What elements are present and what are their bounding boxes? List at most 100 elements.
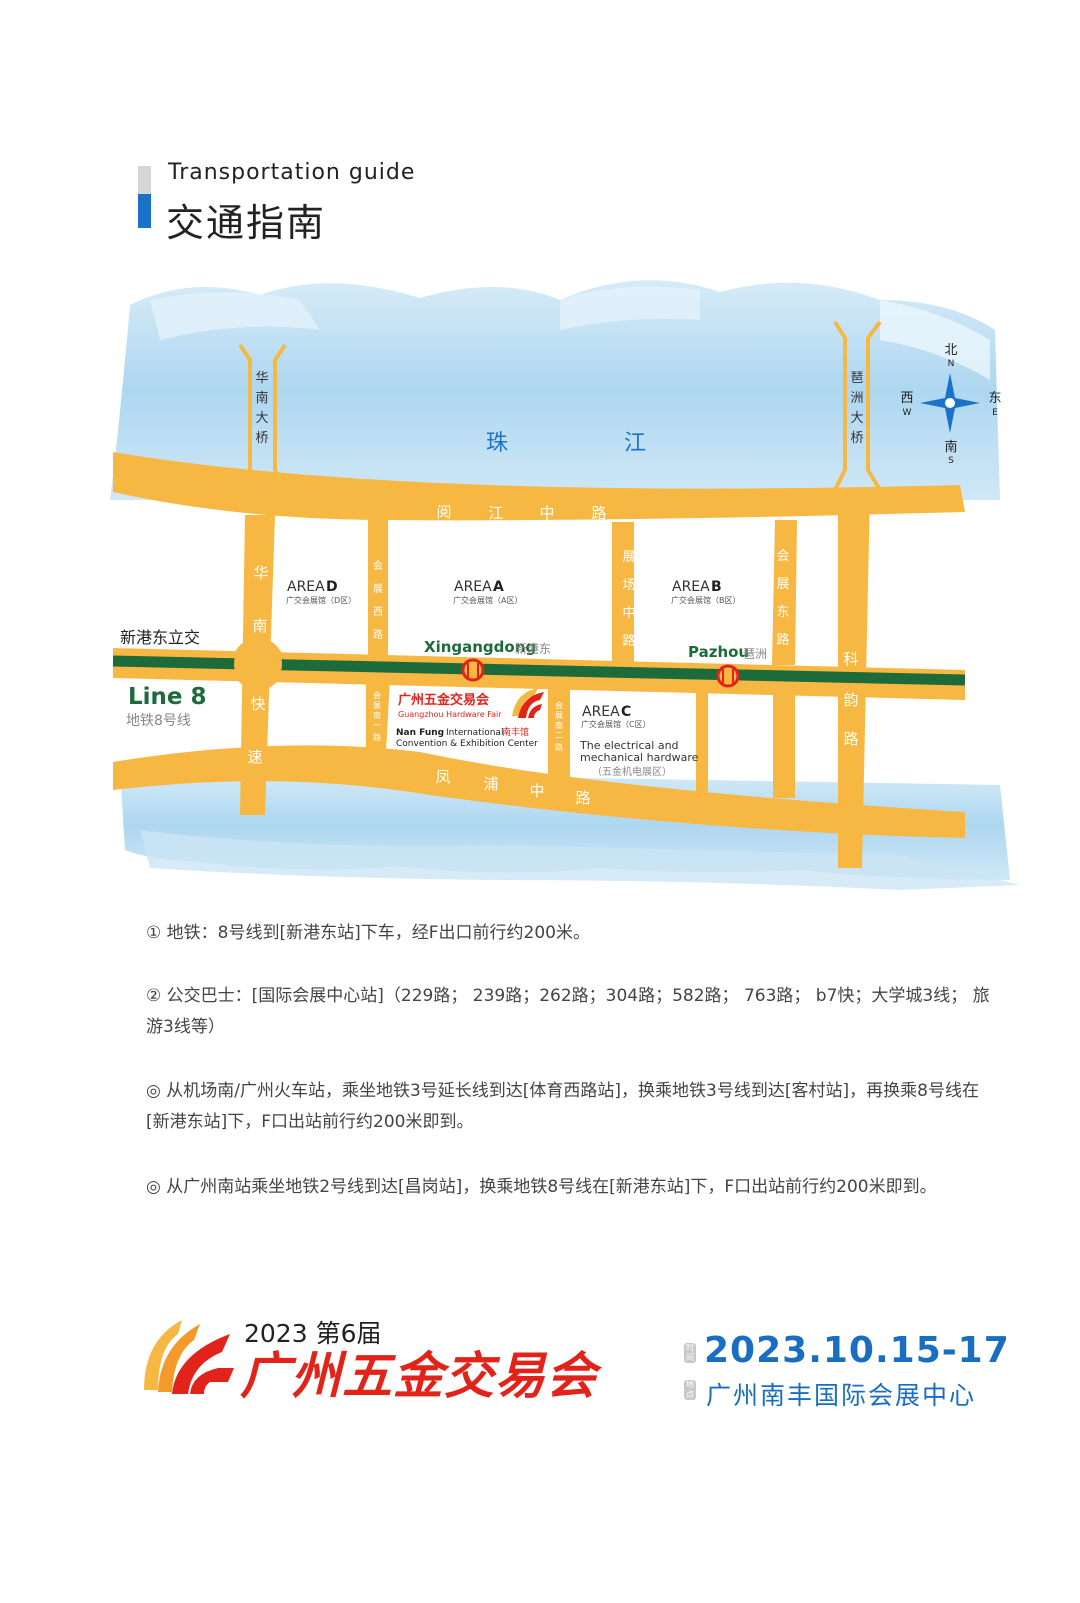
road-fengpu-char-2: 浦 — [483, 775, 498, 793]
road-huizhandong-char-1: 会 — [776, 549, 789, 564]
area-c-desc-1: The electrical and — [579, 739, 679, 752]
area-d-letter: D — [326, 579, 338, 595]
station-pazhou-marker — [716, 664, 740, 688]
road-huanan-char-1: 华 — [253, 564, 268, 582]
header-accent-bar-gray — [138, 166, 151, 194]
area-b-prefix: AREA — [672, 579, 710, 595]
bridge-huanan — [238, 343, 287, 489]
road-nanyi-char-5: 路 — [373, 732, 381, 742]
compass-south-cn: 南 — [944, 439, 957, 455]
venue-name-en: Guangzhou Hardware Fair — [398, 710, 502, 719]
road-huizhanxi-char-3: 西 — [373, 607, 383, 618]
road-fengpu-char-4: 路 — [575, 789, 590, 807]
river-label-1: 珠 — [486, 431, 508, 456]
bridge-east-char-4: 桥 — [850, 431, 863, 446]
footer-date: 2023.10.15-17 — [704, 1330, 1010, 1371]
interchange-label: 新港东立交 — [120, 628, 200, 647]
area-c-cn: 广交会展馆（C区） — [581, 719, 651, 729]
road-huizhan-dong — [772, 520, 797, 665]
info-metro: ① 地铁：8号线到[新港东站]下车，经F出口前行约200米。 — [146, 923, 590, 943]
footer-title: 广州五金交易会 — [240, 1347, 597, 1405]
road-huanan-char-3: 快 — [250, 695, 265, 713]
venue-center: Convention & Exhibition Center — [396, 739, 538, 749]
river-label-2: 江 — [624, 431, 646, 456]
area-c-desc-cn: （五金机电展区） — [592, 765, 672, 778]
venue-hall: 南丰馆 — [502, 726, 529, 738]
road-naner-char-2: 展 — [555, 711, 563, 720]
road-fengpu-char-3: 中 — [529, 782, 544, 800]
road-yuejiang-char-4: 路 — [591, 504, 606, 522]
road-nanyi-char-1: 会 — [373, 690, 381, 700]
road-huizhanxi-char-1: 会 — [373, 559, 383, 572]
road-zhanchang-char-3: 中 — [622, 606, 635, 621]
compass-north-en: N — [948, 359, 955, 369]
bridge-east-char-2: 洲 — [850, 391, 863, 406]
road-huizhan-nanyi — [366, 678, 390, 752]
station-pazhou-en: Pazhou — [688, 643, 749, 661]
bridge-east-char-1: 琶 — [850, 371, 863, 386]
road-naner-char-3: 南 — [555, 720, 563, 730]
bridge-west-char-3: 大 — [255, 411, 268, 426]
road-huizhandong-char-3: 东 — [776, 605, 789, 620]
road-naner-char-5: 路 — [555, 742, 563, 752]
area-a-letter: A — [493, 579, 504, 595]
area-b-letter: B — [711, 579, 722, 595]
road-huizhan-xi — [368, 520, 388, 665]
compass-icon — [920, 373, 980, 433]
road-huizhanxi-char-4: 路 — [373, 628, 383, 641]
area-c-prefix: AREA — [582, 704, 620, 720]
header-accent-bar-blue — [138, 194, 151, 228]
road-fengpu — [113, 745, 965, 838]
station-xingangdong-marker — [461, 658, 485, 682]
road-keyun-char-2: 韵 — [843, 691, 858, 709]
bridge-west-char-2: 南 — [255, 390, 268, 406]
road-keyun-char-1: 科 — [843, 650, 858, 668]
interchange-circle-top — [234, 640, 282, 688]
bridge-east-char-3: 大 — [850, 411, 863, 426]
header-title-cn: 交通指南 — [166, 201, 327, 245]
compass-west-en: W — [903, 408, 912, 418]
footer-tag-time: 时间 — [684, 1343, 696, 1363]
station-xingangdong-en: Xingangdong — [424, 638, 536, 656]
road-zhanchang-char-2: 场 — [622, 578, 635, 593]
info-south-station-route: ◎ 从广州南站乘坐地铁2号线到达[昌岗站]，换乘地铁8号线在[新港东站]下，F口… — [146, 1177, 937, 1197]
road-zhanchang-char-4: 路 — [622, 633, 635, 649]
road-huizhan-naner — [548, 680, 570, 780]
road-yuejiang — [113, 452, 965, 521]
info-bus: ② 公交巴士：[国际会展中心站]（229路； 239路；262路；304路；58… — [146, 986, 990, 1037]
road-yuejiang-char-3: 中 — [539, 504, 554, 522]
road-connector-1 — [696, 682, 708, 792]
footer-tag-place: 地点 — [684, 1380, 696, 1400]
compass-east-en: E — [992, 408, 998, 418]
area-d-prefix: AREA — [287, 579, 325, 595]
road-huanan-char-2: 南 — [252, 617, 267, 635]
road-naner-char-4: 二 — [555, 731, 563, 740]
area-a-cn: 广交会展馆（A区） — [453, 595, 522, 605]
footer-venue: 广州南丰国际会展中心 — [706, 1381, 977, 1410]
area-d-cn: 广交会展馆（D区） — [286, 595, 356, 605]
venue-nanfung: Nan Fung — [396, 728, 444, 738]
road-fengpu-char-1: 凤 — [435, 768, 450, 786]
river-water — [110, 280, 1020, 890]
area-b-cn: 广交会展馆（B区） — [671, 595, 741, 605]
road-huizhandong-char-4: 路 — [776, 632, 789, 648]
road-naner-char-1: 会 — [555, 700, 563, 710]
venue-international: International — [446, 728, 503, 738]
compass-west-cn: 西 — [900, 391, 913, 406]
venue-name-cn: 广州五金交易会 — [398, 692, 490, 708]
venue-logo-icon — [512, 688, 544, 718]
compass-south-en: S — [948, 456, 954, 466]
line8-cn-label: 地铁8号线 — [126, 713, 191, 729]
area-a-prefix: AREA — [454, 579, 492, 595]
road-zhanchang-char-1: 展 — [622, 550, 635, 565]
area-c-desc-2: mechanical hardware — [580, 751, 699, 764]
road-nanyi-char-2: 展 — [373, 701, 381, 710]
area-c-letter: C — [621, 704, 631, 720]
road-huanan-char-4: 速 — [247, 748, 262, 766]
bridge-west-char-4: 桥 — [255, 431, 268, 446]
footer-year: 2023 第6届 — [244, 1319, 382, 1348]
station-xingangdong-cn: 新港东 — [515, 641, 551, 656]
info-airport-route: ◎ 从机场南/广州火车站，乘坐地铁3号延长线到达[体育西路站]，换乘地铁3号线到… — [146, 1081, 979, 1132]
road-nanyi-char-3: 南 — [373, 710, 381, 720]
